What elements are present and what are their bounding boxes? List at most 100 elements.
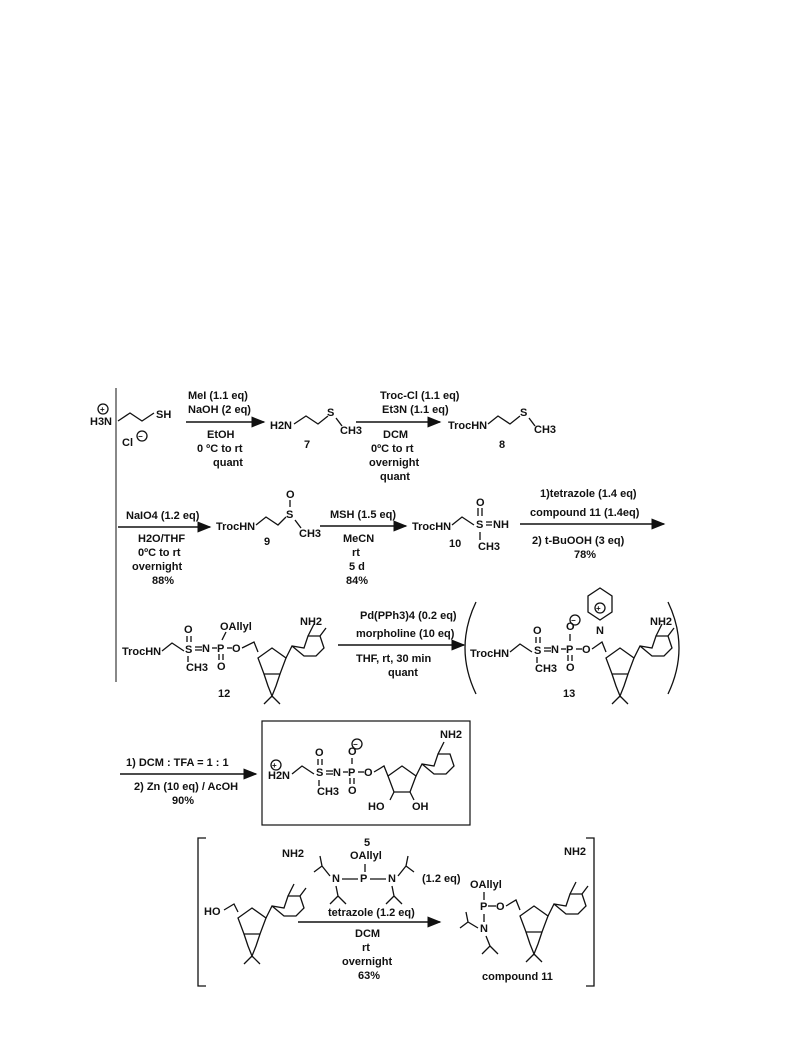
svg-text:TrocHN: TrocHN — [448, 420, 487, 432]
morpholinium-ring — [587, 587, 613, 621]
plus-charge: + — [100, 405, 105, 414]
svg-text:S: S — [185, 644, 192, 656]
right-bracket — [586, 837, 595, 987]
svg-text:O: O — [232, 643, 241, 655]
compound-number-13: 13 — [563, 688, 575, 700]
svg-text:MeI (1.1 eq): MeI (1.1 eq) — [188, 390, 248, 402]
svg-text:NaOH (2 eq): NaOH (2 eq) — [188, 404, 251, 416]
svg-text:NH2: NH2 — [650, 616, 672, 628]
svg-text:H2O/THF: H2O/THF — [138, 533, 185, 545]
svg-text:O: O — [582, 644, 591, 656]
svg-text:overnight: overnight — [369, 457, 419, 469]
svg-text:1) DCM : TFA = 1 : 1: 1) DCM : TFA = 1 : 1 — [126, 757, 229, 769]
svg-text:H2N: H2N — [270, 420, 292, 432]
svg-text:EtOH: EtOH — [207, 429, 235, 441]
svg-text:NH2: NH2 — [564, 846, 586, 858]
svg-text:2) t-BuOOH (3 eq): 2) t-BuOOH (3 eq) — [532, 535, 625, 547]
svg-text:NH2: NH2 — [282, 848, 304, 860]
svg-text:S: S — [286, 509, 293, 521]
compound-13: TrocHN S O CH3 N P O O − + N O NH2 13 — [464, 587, 680, 705]
svg-text:N: N — [551, 644, 559, 656]
svg-text:NH2: NH2 — [440, 729, 462, 741]
step2-conditions: Troc-Cl (1.1 eq) Et3N (1.1 eq) DCM 0ºC t… — [356, 390, 460, 483]
compound-5-boxed: H2N + S O CH3 N P O O − O HO OH NH2 5 — [261, 720, 471, 849]
svg-text:N: N — [332, 873, 340, 885]
svg-text:CH3: CH3 — [534, 424, 556, 436]
svg-text:N: N — [388, 873, 396, 885]
svg-text:rt: rt — [352, 547, 360, 559]
step3-conditions: NaIO4 (1.2 eq) H2O/THF 0ºC to rt overnig… — [118, 510, 212, 587]
svg-text:NH: NH — [493, 519, 509, 531]
svg-text:+: + — [272, 761, 277, 770]
compound-12: TrocHN S O CH3 N P O OAllyl O NH2 12 — [122, 616, 327, 705]
svg-text:NaIO4 (1.2 eq): NaIO4 (1.2 eq) — [126, 510, 200, 522]
svg-text:1)tetrazole (1.4 eq): 1)tetrazole (1.4 eq) — [540, 488, 637, 500]
svg-text:rt: rt — [362, 942, 370, 954]
svg-text:2) Zn (10 eq) / AcOH: 2) Zn (10 eq) / AcOH — [134, 781, 238, 793]
svg-text:overnight: overnight — [132, 561, 182, 573]
compound-number-8: 8 — [499, 439, 505, 451]
svg-text:63%: 63% — [358, 970, 380, 982]
svg-text:S: S — [520, 407, 527, 419]
svg-text:quant: quant — [213, 457, 243, 469]
step6-conditions: Pd(PPh3)4 (0.2 eq) morpholine (10 eq) TH… — [338, 610, 466, 679]
svg-text:O: O — [315, 747, 324, 759]
svg-text:84%: 84% — [346, 575, 368, 587]
svg-text:OAllyl: OAllyl — [220, 621, 252, 633]
cl-label: Cl — [122, 437, 133, 449]
svg-text:90%: 90% — [172, 795, 194, 807]
svg-text:O: O — [566, 662, 575, 674]
svg-text:CH3: CH3 — [535, 663, 557, 675]
left-parenthesis — [464, 601, 477, 695]
compound-number-10: 10 — [449, 538, 461, 550]
svg-text:78%: 78% — [574, 549, 596, 561]
svg-text:CH3: CH3 — [340, 425, 362, 437]
compound-number-5: 5 — [364, 837, 370, 849]
svg-text:OAllyl: OAllyl — [470, 879, 502, 891]
svg-text:HO: HO — [368, 801, 385, 813]
step7-conditions: 1) DCM : TFA = 1 : 1 2) Zn (10 eq) / AcO… — [120, 757, 258, 807]
svg-text:NH2: NH2 — [300, 616, 322, 628]
svg-text:S: S — [327, 407, 334, 419]
product-box — [261, 720, 471, 826]
h3n-label: H3N — [90, 416, 112, 428]
compound-10: TrocHN S O NH CH3 10 — [412, 497, 509, 553]
svg-text:CH3: CH3 — [186, 662, 208, 674]
sh-label: SH — [156, 409, 171, 421]
svg-text:+: + — [596, 604, 601, 613]
svg-text:P: P — [566, 644, 573, 656]
svg-text:N: N — [202, 643, 210, 655]
step4-conditions: MSH (1.5 eq) MeCN rt 5 d 84% — [320, 509, 408, 587]
svg-text:quant: quant — [380, 471, 410, 483]
svg-text:O: O — [364, 767, 373, 779]
svg-text:HO: HO — [204, 906, 221, 918]
svg-text:H2N: H2N — [268, 770, 290, 782]
svg-text:N: N — [333, 767, 341, 779]
svg-text:TrocHN: TrocHN — [412, 521, 451, 533]
svg-text:O: O — [184, 624, 193, 636]
svg-text:tetrazole (1.2 eq): tetrazole (1.2 eq) — [328, 907, 415, 919]
svg-text:TrocHN: TrocHN — [216, 521, 255, 533]
compound-11-label: compound 11 — [482, 971, 553, 983]
starting-material-cysteamine-hcl: H3N + SH Cl − — [90, 403, 171, 449]
svg-text:overnight: overnight — [342, 956, 392, 968]
svg-text:quant: quant — [388, 667, 418, 679]
svg-text:5 d: 5 d — [349, 561, 365, 573]
right-parenthesis — [667, 601, 680, 695]
svg-text:88%: 88% — [152, 575, 174, 587]
svg-text:N: N — [480, 923, 488, 935]
svg-text:O: O — [217, 661, 226, 673]
svg-text:TrocHN: TrocHN — [122, 646, 161, 658]
svg-text:O: O — [286, 489, 295, 501]
svg-text:(1.2 eq): (1.2 eq) — [422, 873, 461, 885]
svg-text:compound 11 (1.4eq): compound 11 (1.4eq) — [530, 507, 640, 519]
svg-text:CH3: CH3 — [317, 786, 339, 798]
svg-text:P: P — [348, 767, 355, 779]
svg-text:S: S — [534, 645, 541, 657]
svg-text:Troc-Cl (1.1 eq): Troc-Cl (1.1 eq) — [380, 390, 460, 402]
svg-text:DCM: DCM — [383, 429, 408, 441]
svg-text:0ºC to rt: 0ºC to rt — [138, 547, 181, 559]
svg-text:−: − — [353, 740, 358, 749]
svg-text:P: P — [480, 901, 487, 913]
svg-text:DCM: DCM — [355, 928, 380, 940]
